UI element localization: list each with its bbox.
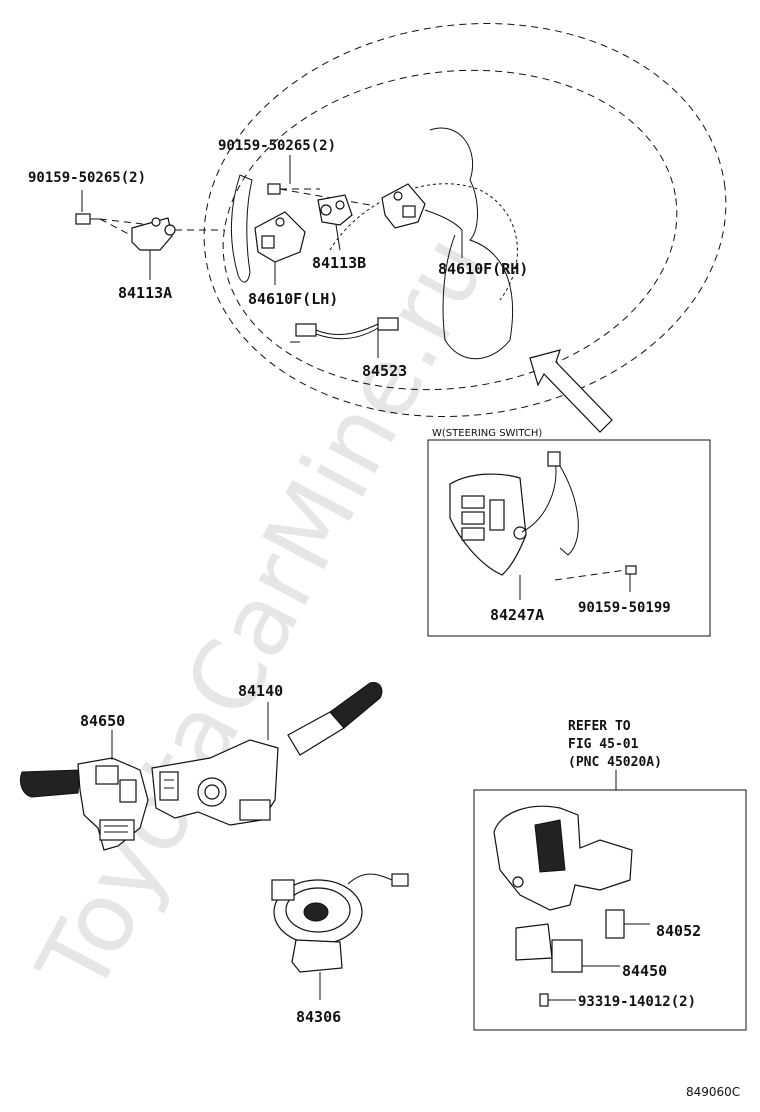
label-bracket-b: 84113B [312,254,366,272]
turn-signal-switch-part [19,757,149,851]
label-wire: 84523 [362,362,407,380]
wiper-switch-part [151,681,383,826]
steering-switch-pad [449,473,527,576]
label-spiral-cable: 84306 [296,1008,341,1026]
label-steering-switch: 84247A [490,606,544,624]
inset-caption: W(STEERING SWITCH) [432,428,542,439]
figure-code: 849060C [686,1085,740,1099]
refer-line1: REFER TO [568,719,631,734]
bracket-b-part [317,194,353,226]
label-part-84052: 84052 [656,922,701,940]
refer-line2: FIG 45-01 [568,737,639,752]
label-bolt-left: 90159-50265(2) [28,170,146,186]
bolt-center-icon [267,183,371,206]
label-part-84450: 84450 [622,962,667,980]
right-paddle-shape [429,127,514,360]
switch-rh-part [381,183,463,231]
switch-lh-part [254,211,306,263]
watermark: ToyotaCarMine.ru [16,218,509,1012]
ignition-lock-inset [473,789,747,1031]
spiral-cable-part [271,873,409,973]
bracket-a-part [131,217,225,251]
label-bolt-center: 90159-50265(2) [218,138,336,154]
steering-wheel [203,22,727,418]
view-arrow-icon [529,349,613,433]
wire-harness-part [290,317,399,343]
label-wiper-switch: 84140 [238,682,283,700]
label-turn-switch: 84650 [80,712,125,730]
steering-switch-inset: W(STEERING SWITCH) [427,428,711,637]
label-screw-inset: 90159-50199 [578,600,671,616]
label-switch-rh: 84610F(RH) [438,260,528,278]
label-screw-lock: 93319-14012(2) [578,994,696,1010]
label-switch-lh: 84610F(LH) [248,290,338,308]
refer-line3: (PNC 45020A) [568,755,662,770]
label-bracket-a: 84113A [118,284,172,302]
